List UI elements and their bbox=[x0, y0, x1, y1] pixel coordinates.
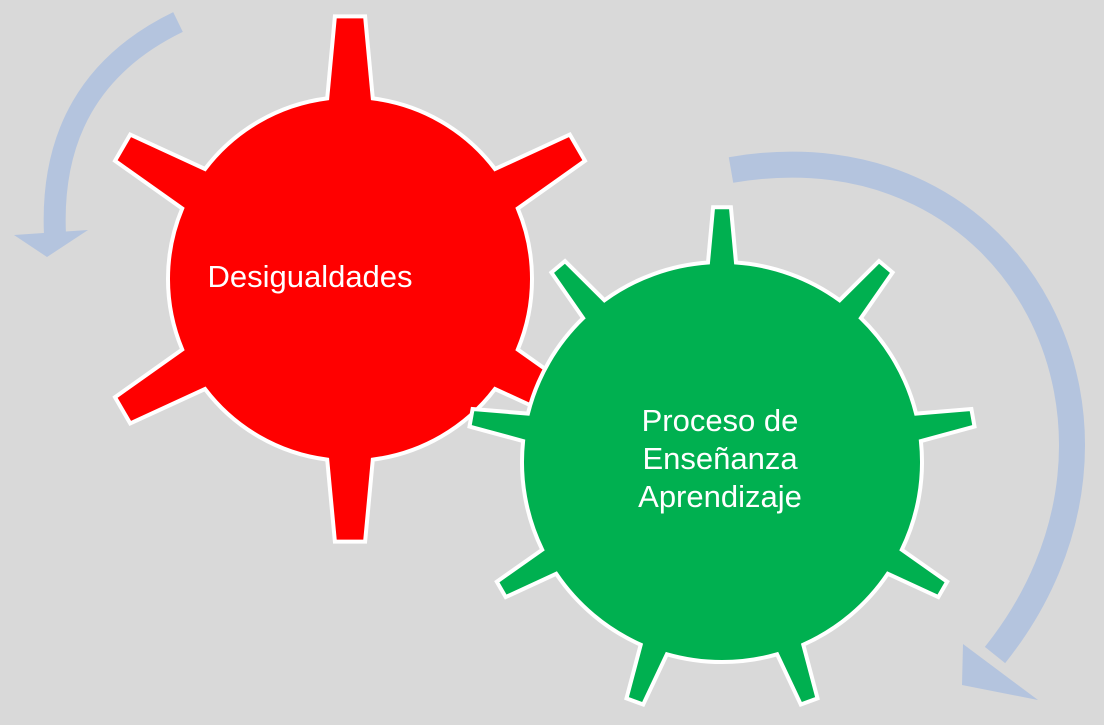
red-gear-label: Desigualdades bbox=[207, 259, 413, 294]
green-gear-label-line-2: Enseñanza bbox=[642, 440, 798, 476]
left-curved-arrow-icon bbox=[14, 12, 183, 257]
green-gear-label-line-1: Proceso de bbox=[641, 403, 799, 438]
red-gear bbox=[112, 14, 588, 544]
right-curved-arrow-icon bbox=[728, 151, 1085, 700]
green-gear bbox=[467, 205, 977, 708]
green-gear-label: Proceso de Enseñanza Aprendizaje bbox=[600, 402, 840, 515]
green-gear-label-line-3: Aprendizaje bbox=[638, 478, 802, 514]
